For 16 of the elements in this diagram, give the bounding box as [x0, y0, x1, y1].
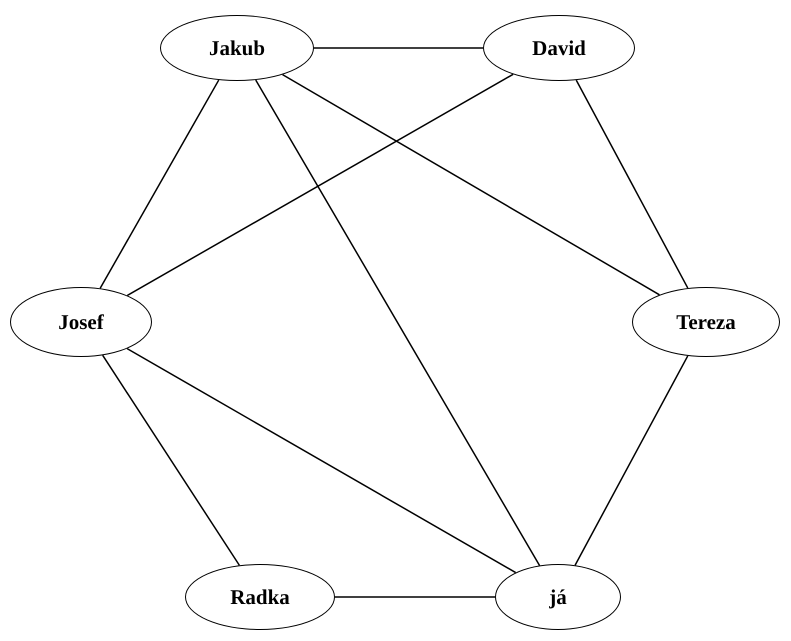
connector-line [574, 356, 688, 566]
connector-line [126, 348, 516, 574]
node-label: Tereza [676, 312, 736, 332]
node-label: David [532, 38, 586, 58]
node-label: Radka [230, 586, 290, 608]
connector-line [576, 80, 688, 288]
connector-line [102, 354, 240, 566]
connector-line [255, 80, 540, 566]
connector-line [100, 80, 220, 289]
connector-line [126, 74, 514, 296]
node-label: já [549, 586, 567, 608]
node-label: Josef [58, 312, 104, 332]
connector-line [335, 596, 495, 598]
connector-line [314, 47, 483, 49]
node-label: Jakub [208, 38, 266, 58]
connector-line [282, 74, 660, 296]
